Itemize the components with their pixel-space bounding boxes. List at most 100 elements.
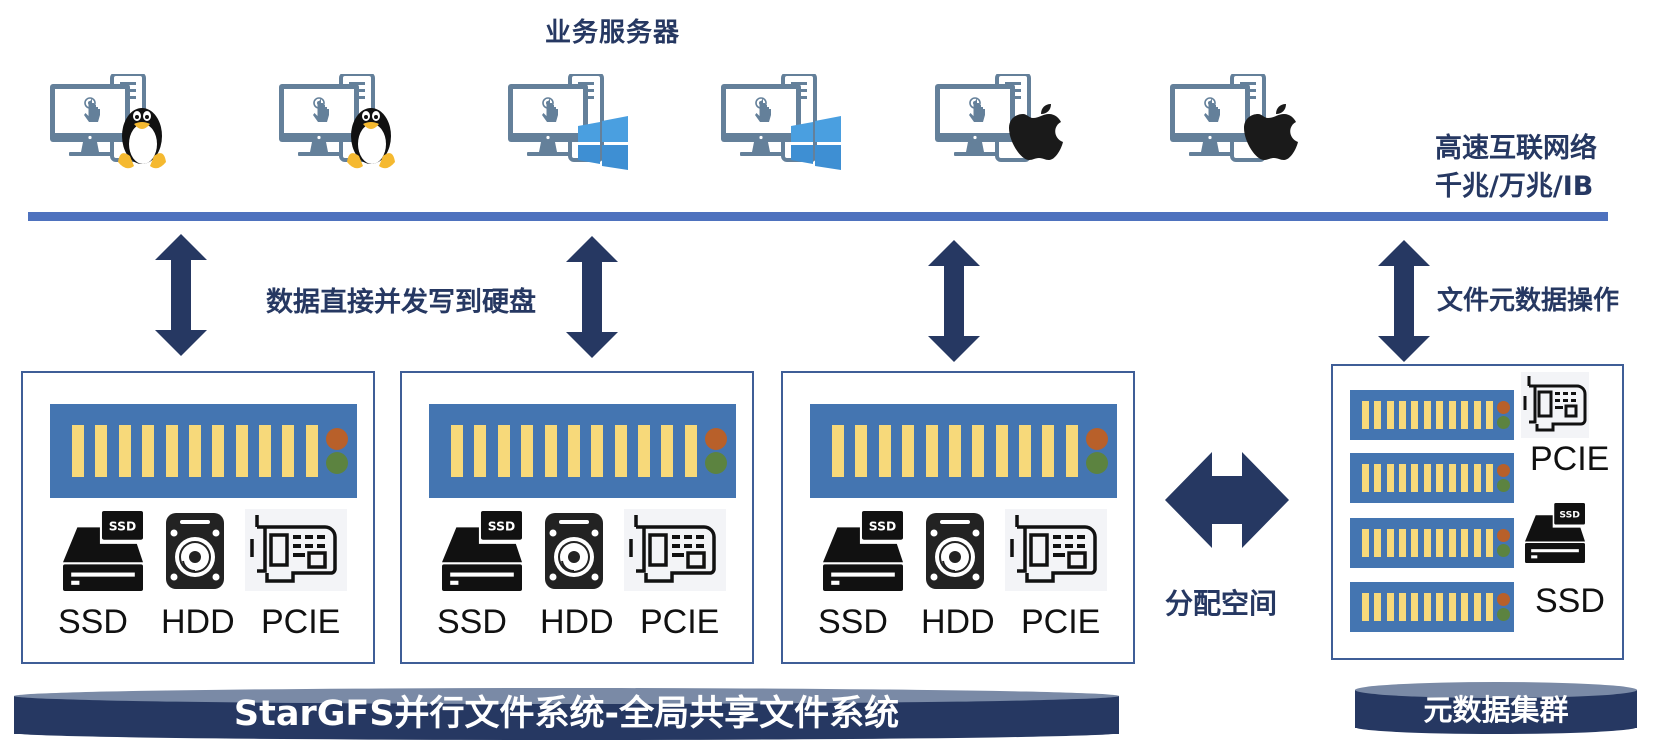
drive-slot xyxy=(305,425,318,477)
storage-server-unit xyxy=(50,404,357,498)
client-server-linux xyxy=(279,74,409,184)
status-led-green xyxy=(705,452,728,474)
drive-slot xyxy=(832,425,845,477)
drive-slot xyxy=(684,425,697,477)
drive-slot xyxy=(1374,529,1382,557)
drive-slot xyxy=(1411,593,1419,621)
drive-slot xyxy=(1461,593,1469,621)
drive-slot xyxy=(282,425,295,477)
drive-slot xyxy=(1399,593,1407,621)
windows-logo-icon xyxy=(791,116,841,170)
drive-slot xyxy=(1065,425,1078,477)
client-server-windows xyxy=(508,74,638,184)
drive-slot xyxy=(614,425,627,477)
drive-slot xyxy=(1436,529,1444,557)
drive-slot xyxy=(235,425,248,477)
metadata-cluster-banner: 元数据集群 xyxy=(1355,682,1637,734)
ssd-drive-icon: SSD xyxy=(823,511,903,591)
ssd-drive-icon: SSD xyxy=(442,511,522,591)
status-led-orange xyxy=(1496,464,1510,477)
drive-slot xyxy=(1374,401,1382,429)
drive-slot xyxy=(1473,593,1481,621)
drive-slot xyxy=(1436,464,1444,492)
status-led-green xyxy=(1496,544,1510,557)
status-led-orange xyxy=(1496,401,1510,414)
windows-logo-icon xyxy=(578,116,628,170)
device-label-pcie: PCIE xyxy=(1021,603,1101,641)
drive-slot xyxy=(1473,464,1481,492)
linux-logo-icon xyxy=(347,108,395,169)
metadata-server-unit xyxy=(1350,518,1514,568)
drive-slot xyxy=(902,425,915,477)
drive-slot xyxy=(1411,464,1419,492)
drive-slot xyxy=(1386,593,1394,621)
device-label-pcie: PCIE xyxy=(261,603,341,641)
drive-slot xyxy=(1423,593,1431,621)
drive-slot xyxy=(1423,401,1431,429)
device-label-pcie: PCIE xyxy=(640,603,720,641)
hdd-drive-icon xyxy=(926,513,984,589)
metadata-server-unit xyxy=(1350,453,1514,503)
drive-slot xyxy=(1473,401,1481,429)
drive-slot xyxy=(1018,425,1031,477)
drive-slot xyxy=(878,425,891,477)
drive-slot xyxy=(637,425,650,477)
client-server-windows xyxy=(721,74,851,184)
metadata-banner-text: 元数据集群 xyxy=(1423,693,1569,727)
drive-slot xyxy=(118,425,131,477)
drive-slot xyxy=(1423,529,1431,557)
device-label-ssd: SSD xyxy=(58,603,128,641)
data-write-label: 数据直接并发写到硬盘 xyxy=(266,287,536,318)
drive-slot xyxy=(1361,464,1369,492)
pcie-card-icon xyxy=(1521,372,1589,438)
desktop-computer-icon xyxy=(1170,74,1266,162)
device-label-hdd: HDD xyxy=(921,603,995,641)
drive-slot xyxy=(1436,593,1444,621)
drive-slot xyxy=(1386,464,1394,492)
drive-slot xyxy=(1436,401,1444,429)
storage-node-box: SSD SSD HDD PCIE xyxy=(21,371,375,664)
drive-slot xyxy=(972,425,985,477)
drive-slot xyxy=(474,425,487,477)
drive-slot xyxy=(1448,593,1456,621)
network-label-line2: 千兆/万兆/IB xyxy=(1435,171,1594,202)
drive-slot xyxy=(258,425,271,477)
drive-slot xyxy=(855,425,868,477)
drive-slot xyxy=(1461,464,1469,492)
drive-slot xyxy=(1374,464,1382,492)
metadata-pcie-label: PCIE xyxy=(1530,440,1610,478)
ssd-drive-icon: SSD xyxy=(63,511,143,591)
device-label-hdd: HDD xyxy=(161,603,235,641)
drive-slot xyxy=(925,425,938,477)
drive-slot xyxy=(1423,464,1431,492)
business-servers-title: 业务服务器 xyxy=(545,18,681,48)
ssd-drive-icon: SSD xyxy=(1525,500,1585,566)
device-label-ssd: SSD xyxy=(437,603,507,641)
drive-slot xyxy=(72,425,85,477)
metadata-server-unit xyxy=(1350,582,1514,632)
metadata-ops-label: 文件元数据操作 xyxy=(1437,286,1620,316)
drive-slot xyxy=(661,425,674,477)
svg-text:SSD: SSD xyxy=(488,519,515,533)
pcie-card-icon xyxy=(1005,509,1107,591)
status-led-green xyxy=(1496,608,1510,621)
status-led-orange xyxy=(326,428,349,450)
drive-slot xyxy=(1461,401,1469,429)
drive-slot xyxy=(451,425,464,477)
drive-slot xyxy=(1411,401,1419,429)
drive-slot xyxy=(1486,529,1493,557)
metadata-ssd-label: SSD xyxy=(1535,582,1605,620)
drive-slot xyxy=(1386,529,1394,557)
allocate-arrow-icon xyxy=(1165,452,1289,548)
desktop-computer-icon xyxy=(508,74,604,162)
linux-logo-icon xyxy=(118,108,166,169)
drive-slot xyxy=(1486,464,1493,492)
hdd-drive-icon xyxy=(166,513,224,589)
drive-slot xyxy=(188,425,201,477)
drive-slot xyxy=(995,425,1008,477)
drive-slot xyxy=(497,425,510,477)
drive-slot xyxy=(1361,401,1369,429)
drive-slot xyxy=(544,425,557,477)
double-arrow-vertical-icon xyxy=(566,236,618,358)
drive-slot xyxy=(1361,593,1369,621)
